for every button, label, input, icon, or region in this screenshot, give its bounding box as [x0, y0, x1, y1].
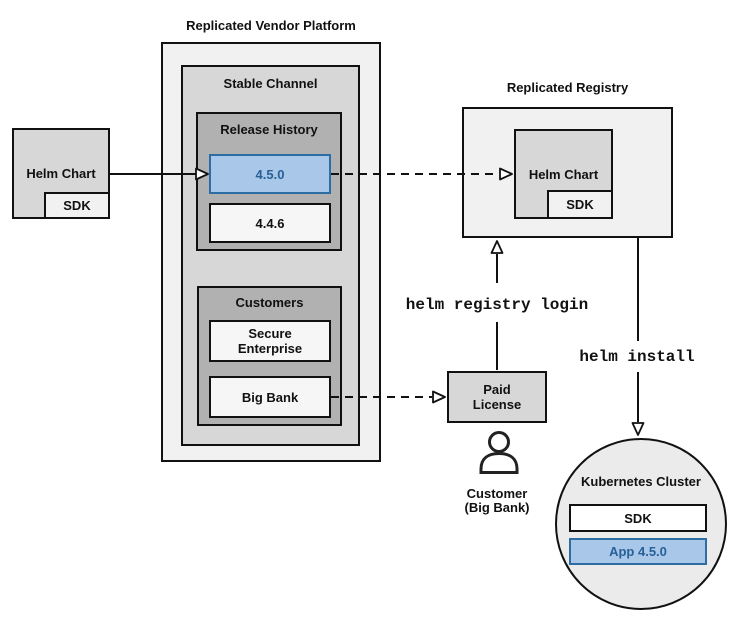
registry-title: Replicated Registry — [506, 80, 629, 95]
arrow-registry-to-cluster — [631, 238, 645, 436]
cluster-app-box: App 4.5.0 — [569, 538, 707, 565]
release-version-4-4-6: 4.4.6 — [209, 203, 331, 243]
customers-label: Customers — [235, 295, 304, 310]
release-history-label: Release History — [220, 122, 318, 137]
cluster-sdk-box: SDK — [569, 504, 707, 532]
command-helm-registry-login: helm registry login — [405, 296, 589, 314]
kubernetes-cluster-label: Kubernetes Cluster — [581, 474, 701, 489]
release-version-4-5-0: 4.5.0 — [209, 154, 331, 194]
vendor-platform-title: Replicated Vendor Platform — [186, 18, 356, 33]
customer-secure-enterprise-box: Secure Enterprise — [209, 320, 331, 362]
customer-label: Customer (Big Bank) — [464, 486, 530, 515]
paid-license-box: Paid License — [447, 371, 547, 423]
stable-channel-label: Stable Channel — [223, 76, 318, 91]
person-icon — [479, 431, 519, 474]
helm-chart-sdk-box: SDK — [44, 192, 110, 219]
command-helm-install: helm install — [579, 348, 695, 366]
registry-sdk-box: SDK — [547, 190, 613, 219]
customer-big-bank-box: Big Bank — [209, 376, 331, 418]
